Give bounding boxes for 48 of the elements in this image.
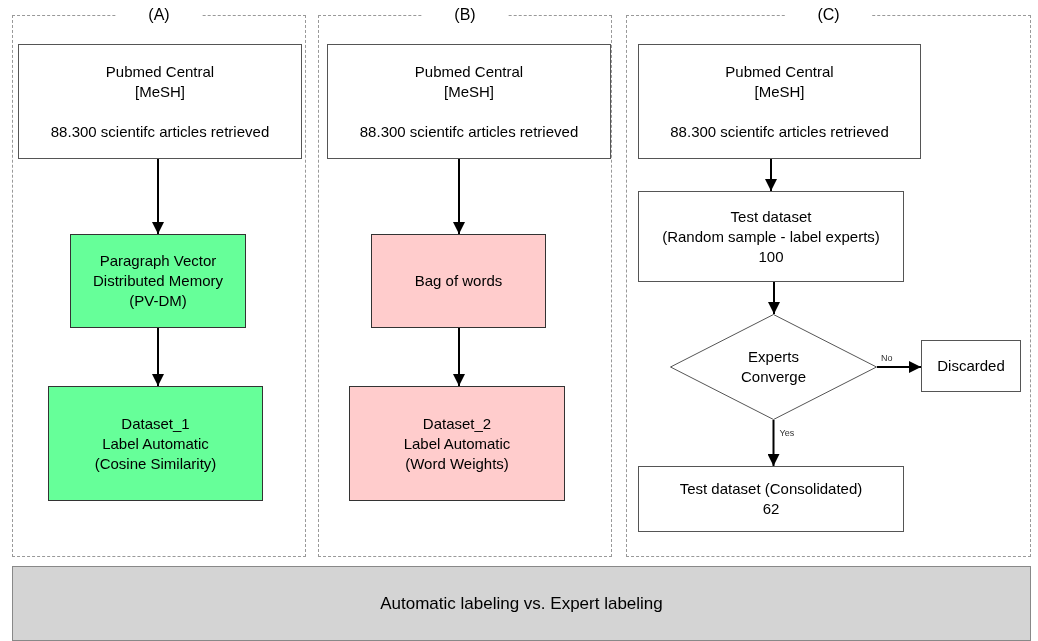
node-text: 62 bbox=[762, 499, 780, 519]
process-box bbox=[48, 386, 263, 501]
node-text: 100 bbox=[758, 246, 784, 267]
node-text: Pubmed Central bbox=[414, 61, 524, 82]
node-text: 88.300 scientifc articles retrieved bbox=[50, 121, 270, 142]
node-text: [MeSH] bbox=[444, 81, 494, 102]
process-box bbox=[371, 234, 546, 328]
node-text: Pubmed Central bbox=[725, 61, 834, 82]
node-text: Paragraph Vector Distributed Memory bbox=[91, 251, 224, 291]
node-text: Label Automatic bbox=[102, 433, 209, 454]
node-text: Test dataset bbox=[730, 206, 812, 227]
node-text: 88.300 scientifc articles retrieved bbox=[670, 121, 889, 142]
node-text: [MeSH] bbox=[135, 81, 185, 102]
process-box bbox=[349, 386, 565, 501]
node-text: 88.300 scientifc articles retrieved bbox=[359, 121, 579, 142]
arrow bbox=[768, 281, 780, 315]
process-box bbox=[327, 44, 611, 159]
edge-label: Yes bbox=[779, 428, 795, 439]
node-text: Automatic labeling vs. Expert labeling bbox=[380, 593, 663, 614]
arrow bbox=[152, 158, 164, 235]
process-box bbox=[638, 191, 904, 282]
node-text: (PV-DM) bbox=[129, 291, 187, 311]
arrow bbox=[765, 158, 777, 192]
node-text: (Word Weights) bbox=[405, 453, 509, 474]
process-box bbox=[18, 44, 302, 159]
node-text: Bag of words bbox=[414, 271, 503, 291]
arrow bbox=[453, 158, 465, 235]
node-text: Pubmed Central bbox=[105, 61, 215, 82]
node-text: Test dataset (Consolidated) bbox=[679, 479, 863, 499]
process-box bbox=[638, 466, 904, 532]
process-box bbox=[638, 44, 921, 159]
edge-label: No bbox=[881, 353, 893, 364]
process-box bbox=[70, 234, 246, 328]
node-text: (Cosine Similarity) bbox=[94, 453, 217, 474]
arrow bbox=[453, 327, 465, 387]
arrow bbox=[152, 327, 164, 387]
arrow bbox=[767, 419, 780, 467]
summary-band bbox=[12, 566, 1031, 641]
node-text: Discarded bbox=[937, 356, 1005, 376]
node-text: Dataset_2 bbox=[422, 413, 492, 434]
process-box bbox=[921, 340, 1021, 392]
node-text: Experts Converge bbox=[739, 347, 807, 387]
node-text: Label Automatic bbox=[403, 433, 511, 454]
arrow bbox=[876, 361, 922, 373]
node-text: [MeSH] bbox=[754, 81, 805, 102]
decision-diamond bbox=[670, 314, 877, 420]
node-text: Dataset_1 bbox=[121, 413, 190, 434]
node-text: (Random sample - label experts) bbox=[662, 226, 880, 247]
